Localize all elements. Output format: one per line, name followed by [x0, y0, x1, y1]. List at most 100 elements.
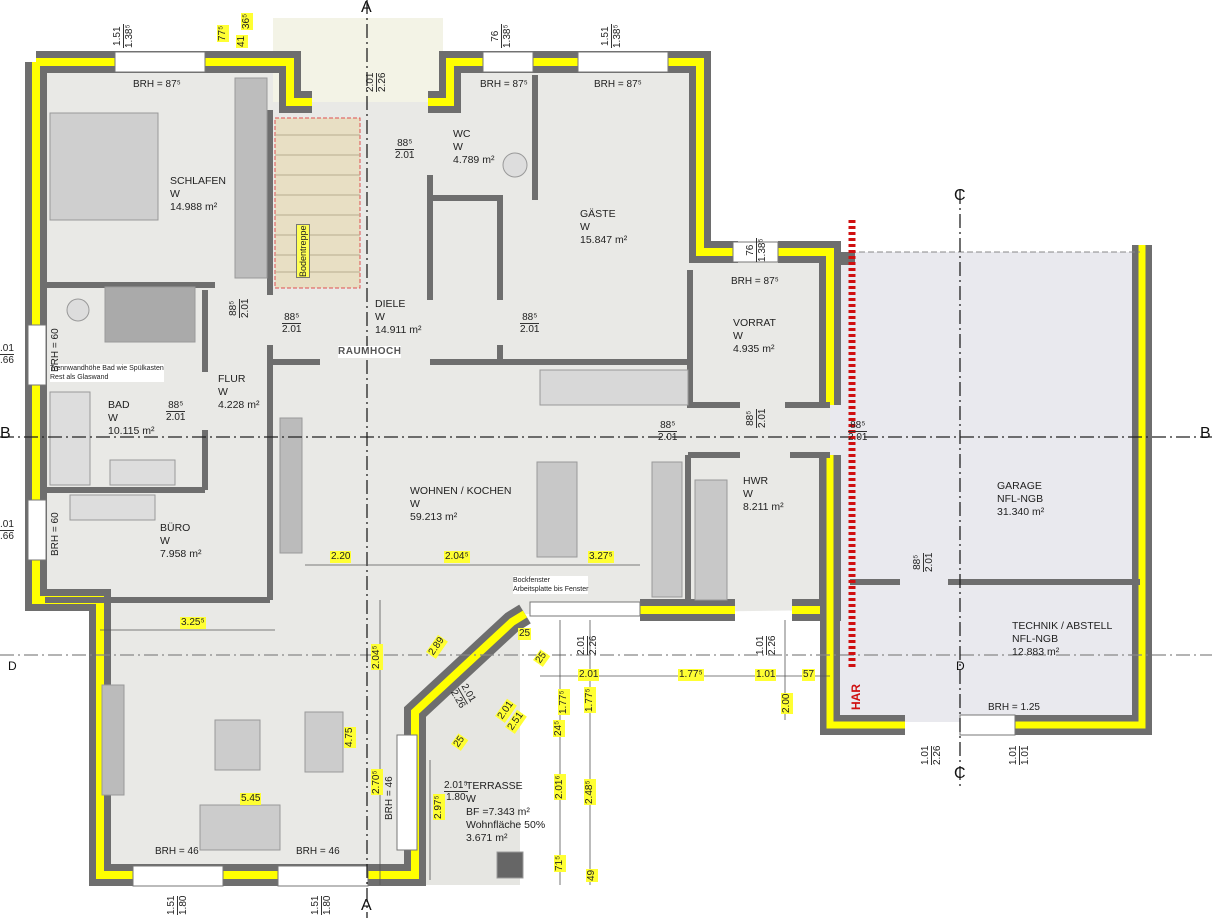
porch-floor [273, 18, 443, 102]
room-type: W [580, 221, 590, 233]
window-size: .01.66 [0, 519, 14, 542]
brh-label: BRH = 1.25 [988, 702, 1040, 713]
axis-marker-a-bottom: A [361, 897, 372, 914]
room-area: 4.228 m² [218, 399, 260, 411]
door-height: 2.01 [282, 324, 302, 335]
opening-height: 1.38⁵ [757, 238, 768, 262]
room-name: FLUR [218, 373, 246, 385]
axis-marker-c-bottom: C [954, 765, 966, 782]
note-line: Arbeitsplatte bis Fenster [513, 586, 589, 593]
interior-walls [45, 75, 1140, 605]
axis-marker-c-top: C [954, 187, 966, 204]
opening-width: .01 [0, 519, 14, 531]
dimension-label: 1.77⁵ [558, 689, 570, 715]
bed [49, 112, 159, 221]
room-type: NFL-NGB [1012, 633, 1059, 645]
desk [69, 494, 156, 521]
floor-areas [36, 18, 1142, 885]
opening-height: 1.38⁵ [502, 24, 513, 48]
dimension-label: 5.45 [240, 793, 262, 805]
room-type: W [453, 141, 463, 153]
opening-width: 1.51 [600, 24, 612, 48]
room-type: W [160, 535, 170, 547]
furniture [49, 77, 728, 879]
opening-width: 2.01 [576, 635, 588, 655]
sofa [304, 711, 344, 773]
room-name: GARAGE [997, 480, 1042, 492]
door-width: 88⁵ [395, 138, 415, 150]
opening-width: .01 [0, 343, 14, 355]
raumhoch-label: RAUMHOCH [338, 346, 402, 358]
room-name: WOHNEN / KOCHEN [410, 485, 512, 497]
opening-height: .66 [0, 355, 14, 366]
room-area: 10.115 m² [108, 425, 155, 437]
opening-width: 2.01⁵ [444, 780, 468, 792]
dimension-label: 3.27⁵ [588, 551, 614, 563]
dimension-label: 36⁵ [241, 12, 253, 30]
dimension-label: 57 [802, 669, 816, 681]
dimension-label: 2.04⁵ [444, 551, 470, 563]
bathtub [49, 391, 91, 486]
door-height: 2.01 [924, 552, 935, 572]
dimension-label: 77⁵ [217, 24, 229, 42]
har-label: HAR [849, 684, 863, 710]
dimension-label: 2.70⁵ [371, 769, 383, 795]
room-area: 31.340 m² [997, 506, 1045, 518]
opening-height: 2.26 [588, 635, 599, 655]
note-line: Trennwandhöhe Bad wie Spülkasten [50, 365, 164, 372]
dimension-label: 71⁵ [554, 854, 566, 872]
room-name: BÜRO [160, 522, 191, 534]
opening-height: 1.38⁵ [612, 24, 623, 48]
room-type: NFL-NGB [997, 493, 1044, 505]
dining-table [199, 804, 281, 851]
sink-counter [109, 459, 176, 486]
brh-label: BRH = 87⁵ [133, 79, 181, 90]
room-name: GÄSTE [580, 208, 616, 220]
axis-marker-b-right: B [1200, 425, 1211, 442]
door-height: 2.01 [757, 408, 768, 428]
terrace-floor [420, 620, 520, 885]
toilet-wc [502, 152, 528, 178]
kitchen-island [536, 461, 578, 558]
opening-height: 2.26 [767, 635, 778, 655]
brh-label: BRH = 46 [296, 846, 340, 857]
door-height: 2.01 [395, 150, 415, 161]
door-width: 88⁵ [228, 298, 240, 318]
room-area: 15.847 m² [580, 234, 628, 246]
wardrobe [234, 77, 268, 279]
room-type: W [410, 498, 420, 510]
dimension-label: 1.77⁵ [584, 687, 596, 713]
door-width: 88⁵ [848, 420, 868, 432]
door-height: 2.01 [658, 432, 678, 443]
dimension-label: 41 [236, 34, 248, 48]
room-name: WC [453, 128, 471, 140]
dimension-label: 1.77⁵ [678, 669, 704, 681]
room-area: 14.911 m² [375, 324, 422, 336]
opening-width: 1.01 [1008, 745, 1020, 765]
door-width: 88⁵ [745, 408, 757, 428]
opening-height: .66 [0, 531, 14, 542]
dimension-label: 25 [518, 628, 532, 640]
